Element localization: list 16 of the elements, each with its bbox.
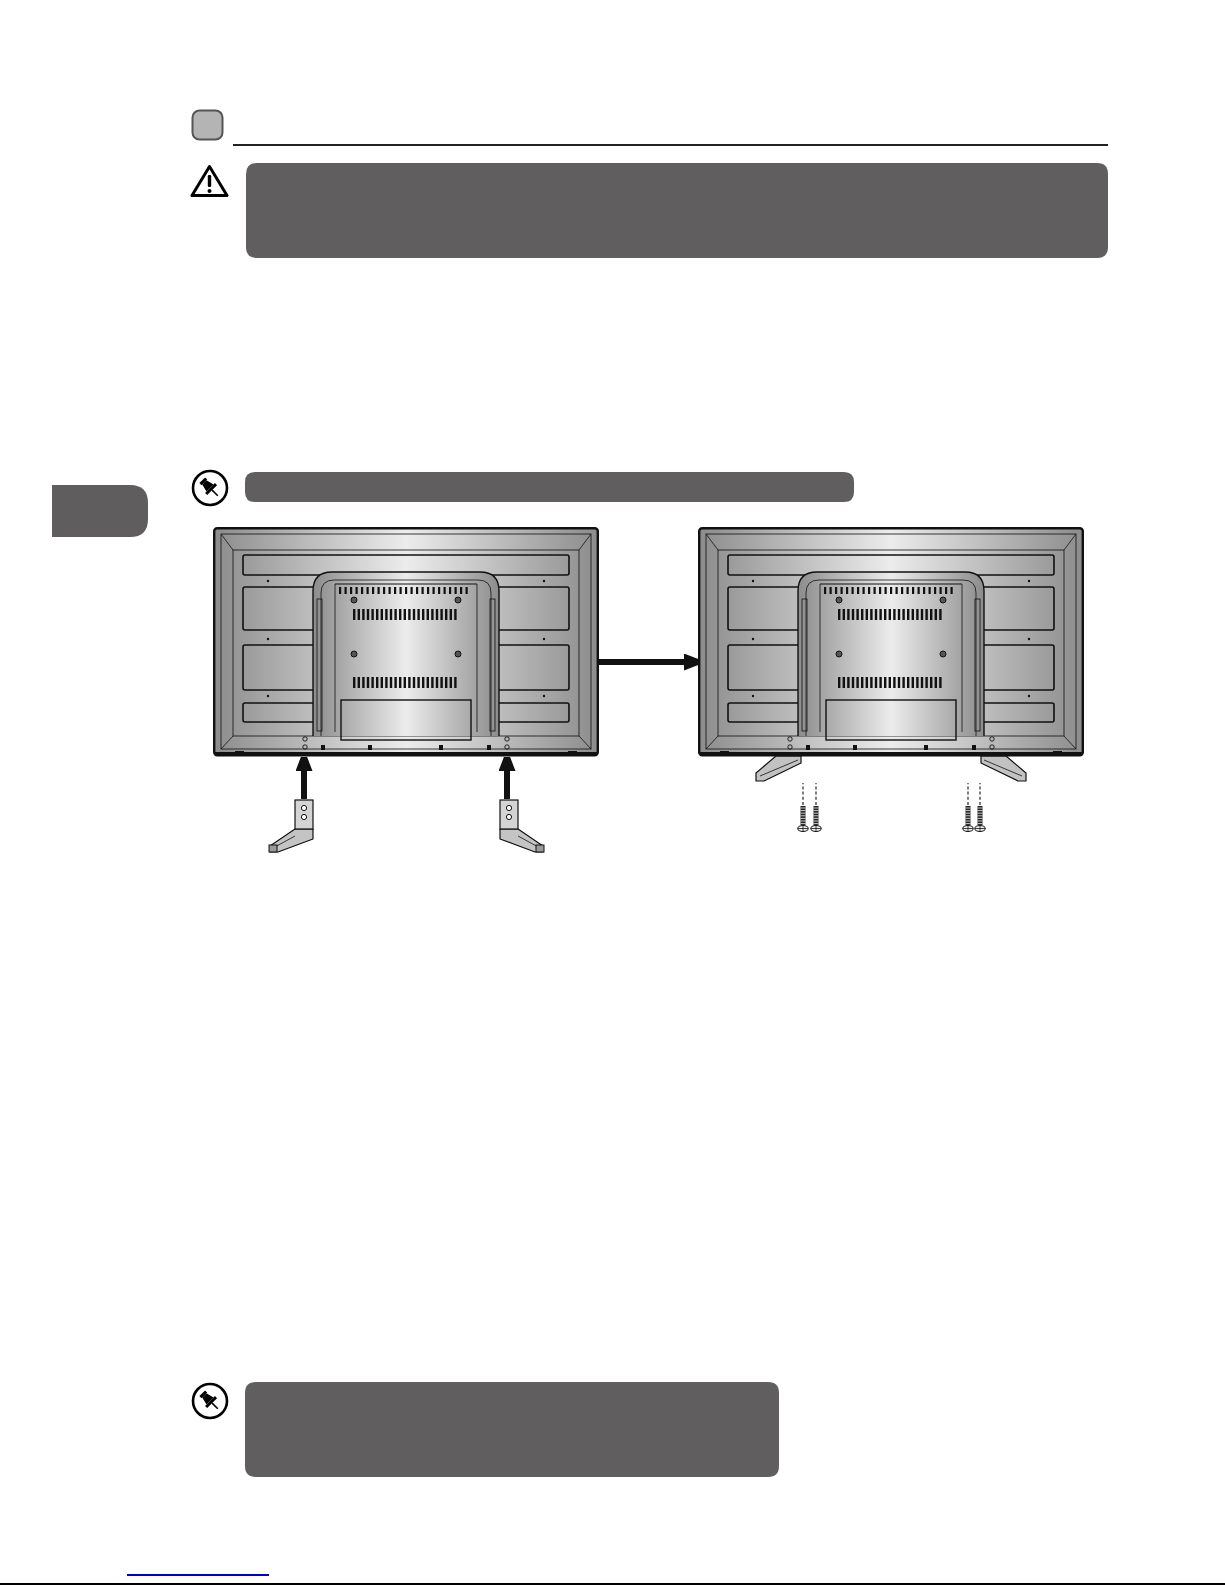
note-banner xyxy=(245,472,854,502)
tv-back-drawing xyxy=(213,527,599,757)
screw-drawing xyxy=(962,805,974,833)
dashed-guide-line xyxy=(979,782,981,806)
side-tab xyxy=(52,485,148,537)
dashed-guide-line xyxy=(815,782,817,806)
tv-with-stands-drawing xyxy=(698,527,1084,783)
screw-drawing xyxy=(810,805,822,833)
dashed-guide-line xyxy=(967,782,969,806)
warning-banner xyxy=(246,163,1108,258)
stand-drawing xyxy=(268,799,315,853)
screw-drawing xyxy=(974,805,986,833)
dashed-guide-line xyxy=(802,782,804,806)
screw-drawing xyxy=(797,805,809,833)
note-banner xyxy=(245,1382,779,1477)
stand-drawing xyxy=(498,799,545,853)
